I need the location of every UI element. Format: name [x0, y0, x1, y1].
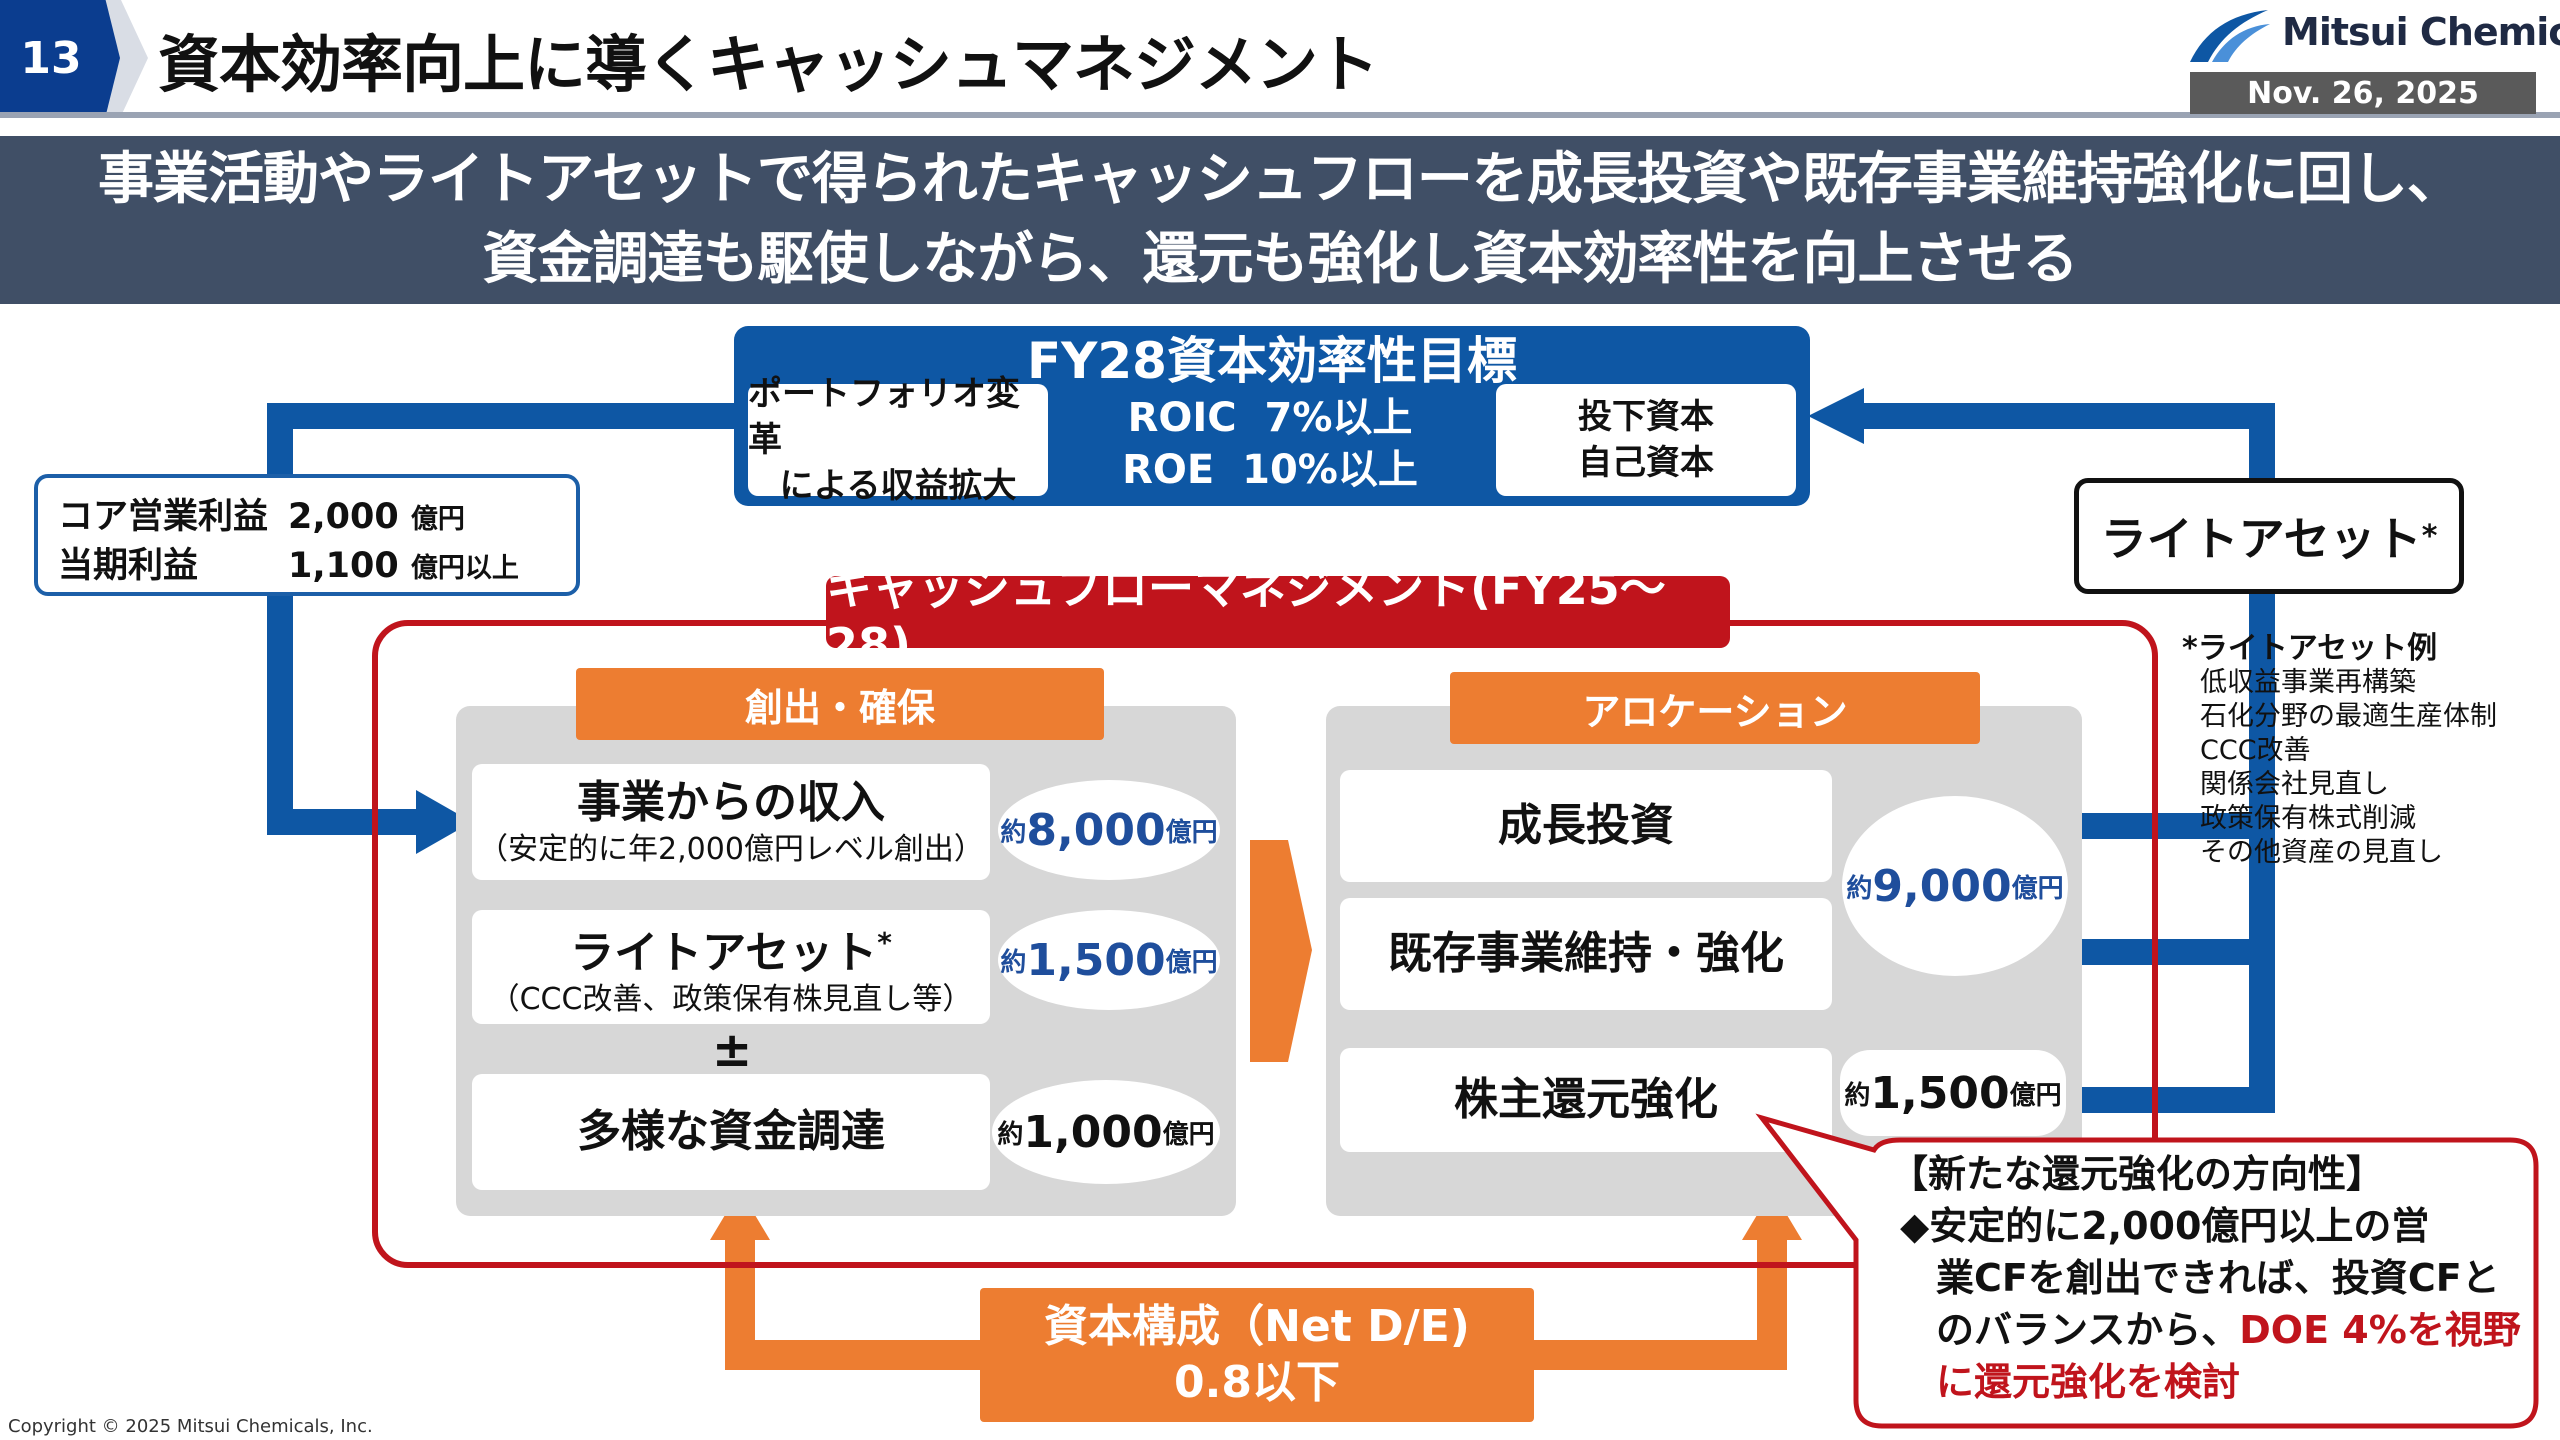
funding-card: 多様な資金調達: [472, 1074, 990, 1190]
callout-highlight: に還元強化を検討: [1936, 1360, 2241, 1404]
capital-structure-label: 資本構成（Net D/E): [1044, 1301, 1470, 1352]
amount-value: 1,000: [1023, 1106, 1163, 1158]
amount-prefix: 約: [997, 1119, 1024, 1150]
profit-targets-box: コア営業利益 2,000 億円 当期利益 1,100 億円以上: [34, 474, 580, 596]
example-item: その他資産の見直し: [2200, 837, 2443, 868]
target-metrics: ROIC 7%以上 ROE 10%以上: [1060, 392, 1480, 496]
orange-right-stem: [1510, 1234, 1787, 1370]
capital-card: 投下資本 自己資本: [1496, 384, 1796, 496]
callout-text: 【新たな還元強化の方向性】 ◆安定的に2,000億円以上の営 業CFを創出できれ…: [1890, 1148, 2530, 1408]
header-rule: [0, 112, 2560, 118]
income-card: 事業からの収入 （安定的に年2,000億円レベル創出）: [472, 764, 990, 880]
roic-target: ROIC 7%以上: [1127, 395, 1413, 441]
shareholder-label: 株主還元強化: [1454, 1074, 1718, 1125]
amount-prefix: 約: [1000, 947, 1027, 978]
callout-highlight: DOE 4%を視野: [2239, 1308, 2521, 1352]
creation-header: 創出・確保: [576, 668, 1104, 740]
existing-business-card: 既存事業維持・強化: [1340, 898, 1832, 1010]
example-item: 低収益事業再構築: [2200, 667, 2416, 698]
core-profit-value: 2,000: [288, 497, 399, 537]
callout-line: 安定的に2,000億円以上の営: [1929, 1204, 2430, 1248]
examples-title: *ライトアセット例: [2182, 631, 2438, 666]
light-asset-mark: *: [2421, 518, 2438, 554]
amount-value: 8,000: [1026, 804, 1166, 856]
example-item: CCC改善: [2200, 735, 2311, 766]
amount-value: 1,500: [1026, 934, 1166, 986]
date-badge: Nov. 26, 2025: [2190, 72, 2536, 114]
message-banner: 事業活動やライトアセットで得られたキャッシュフローを成長投資や既存事業維持強化に…: [0, 136, 2560, 304]
light-asset-box: ライトアセット*: [2074, 478, 2464, 594]
invested-capital: 投下資本: [1578, 397, 1714, 437]
maintain-label: 既存事業維持・強化: [1388, 928, 1784, 979]
light-asset-title: ライトアセット: [2100, 512, 2422, 566]
plus-minus-sign: ±: [712, 1022, 753, 1078]
allocation-header: アロケーション: [1450, 672, 1980, 744]
callout-line: のバランスから、: [1936, 1308, 2240, 1352]
orange-left-stem: [725, 1234, 1000, 1370]
mitsui-logo-icon: [2190, 10, 2270, 62]
light-asset-examples: *ライトアセット例 低収益事業再構築 石化分野の最適生産体制 CCC改善 関係会…: [2182, 632, 2497, 870]
target-title: FY28資本効率性目標: [1027, 332, 1517, 390]
logo-text: Mitsui Chemicals: [2282, 10, 2560, 54]
shareholder-return-card: 株主還元強化: [1340, 1048, 1832, 1152]
la-main: ライトアセット: [570, 927, 878, 979]
page-title: 資本効率向上に導くキャッシュマネジメント: [158, 28, 1379, 101]
amount-value: 9,000: [1872, 860, 2012, 912]
core-profit-label: コア営業利益: [58, 497, 269, 537]
amount-prefix: 約: [1000, 817, 1027, 848]
amount-unit: 億円: [1165, 947, 1218, 978]
income-main: 事業からの収入: [577, 777, 885, 828]
callout-title: 【新たな還元強化の方向性】: [1890, 1152, 2385, 1196]
funding-main: 多様な資金調達: [577, 1106, 885, 1157]
portfolio-line-1: ポートフォリオ変革: [748, 374, 1020, 460]
roe-target: ROE 10%以上: [1122, 447, 1418, 493]
core-profit-unit: 億円: [410, 504, 465, 535]
amount-prefix: 約: [1844, 1080, 1871, 1111]
capital-structure-value: 0.8以下: [1174, 1357, 1340, 1408]
amount-unit: 億円: [2011, 873, 2064, 904]
page-number: 13: [0, 0, 120, 116]
left-blue-arrowhead: [416, 790, 472, 854]
net-income-value: 1,100: [288, 546, 399, 586]
amount-unit: 億円: [1165, 817, 1218, 848]
bullet-icon: ◆: [1900, 1204, 1930, 1248]
amount-value: 1,500: [1870, 1067, 2010, 1119]
example-item: 関係会社見直し: [2200, 769, 2389, 800]
growth-investment-card: 成長投資: [1340, 770, 1832, 882]
right-blue-arrowhead: [1808, 388, 1864, 444]
example-item: 政策保有株式削減: [2200, 803, 2416, 834]
callout-line: 業CFを創出できれば、投資CFと: [1936, 1256, 2500, 1300]
equity-capital: 自己資本: [1578, 443, 1714, 483]
amount-unit: 億円: [2009, 1080, 2062, 1111]
net-income-unit: 億円以上: [410, 553, 519, 584]
example-item: 石化分野の最適生産体制: [2200, 701, 2497, 732]
light-asset-card: ライトアセット* （CCC改善、政策保有株見直し等）: [472, 910, 990, 1024]
banner-line-2: 資金調達も駆使しながら、還元も強化し資本効率性を向上させる: [482, 227, 2079, 292]
la-mark: *: [877, 925, 892, 959]
left-blue-arrow-path: [267, 403, 748, 835]
la-sub: （CCC改善、政策保有株見直し等）: [489, 982, 973, 1018]
net-income-label: 当期利益: [58, 546, 199, 586]
portfolio-card: ポートフォリオ変革 による収益拡大: [748, 374, 1048, 506]
copyright: Copyright © 2025 Mitsui Chemicals, Inc.: [8, 1416, 373, 1437]
amount-unit: 億円: [1162, 1119, 1215, 1150]
capital-structure-box: 資本構成（Net D/E) 0.8以下: [980, 1288, 1534, 1422]
banner-line-1: 事業活動やライトアセットで得られたキャッシュフローを成長投資や既存事業維持強化に…: [98, 147, 2463, 212]
income-sub: （安定的に年2,000億円レベル創出）: [478, 832, 984, 867]
growth-label: 成長投資: [1498, 800, 1674, 851]
amount-prefix: 約: [1846, 873, 1873, 904]
orange-center-arrow: [1250, 840, 1312, 1062]
portfolio-line-2: による収益拡大: [779, 466, 1017, 506]
